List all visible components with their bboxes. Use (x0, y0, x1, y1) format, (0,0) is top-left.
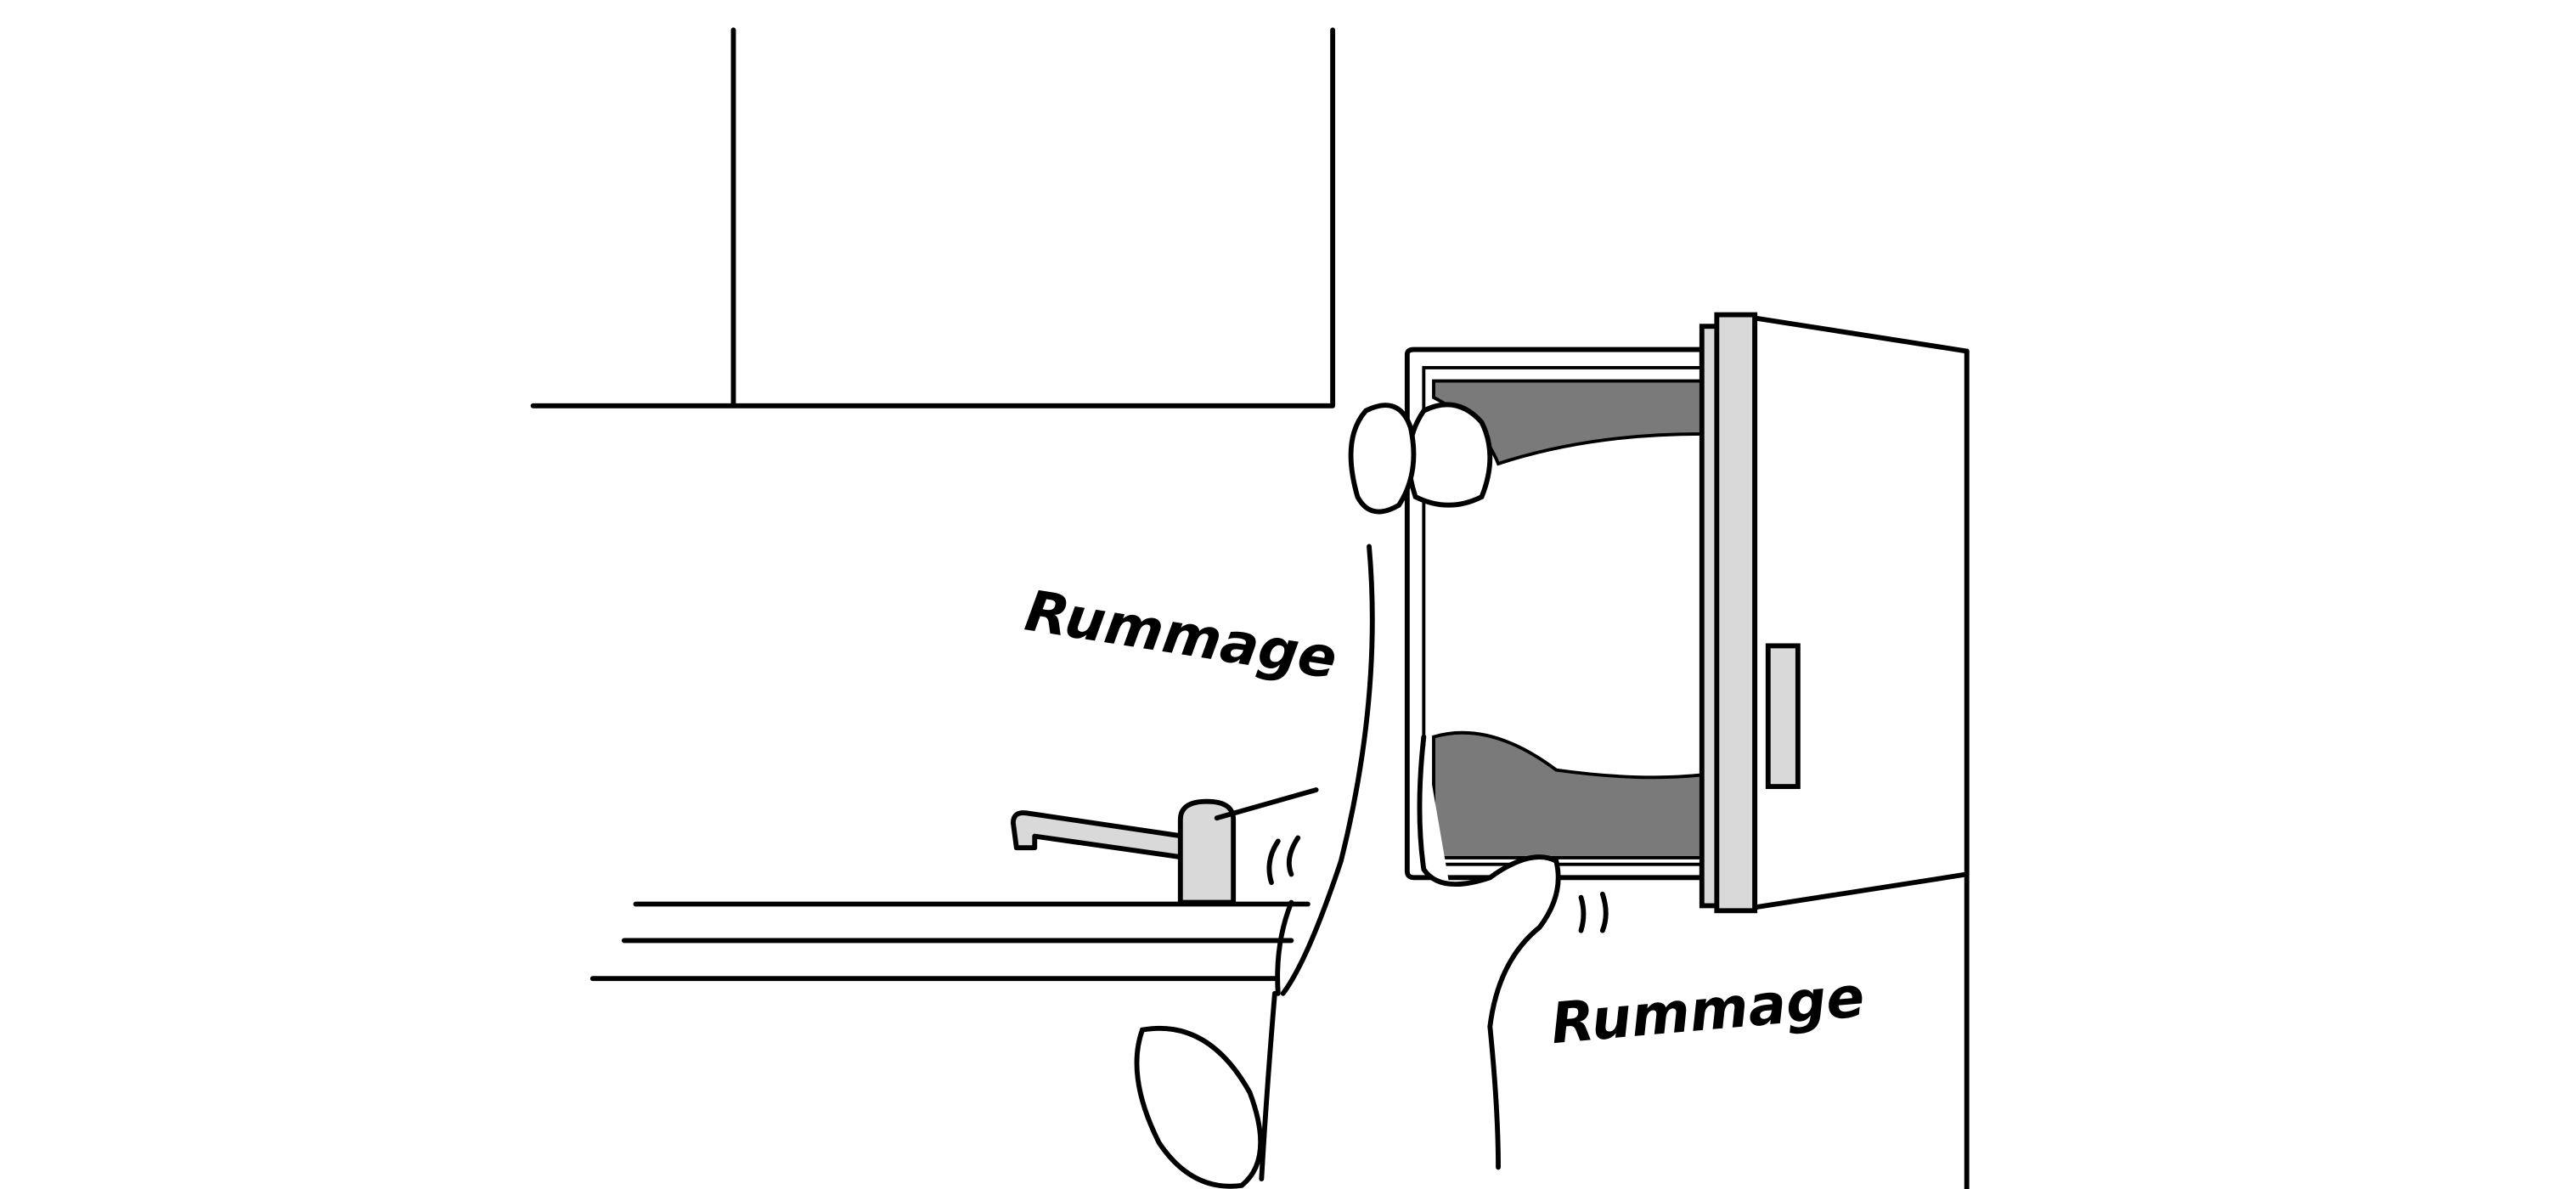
refrigerator (1404, 312, 1970, 1189)
sfx-rummage-lower: Rummage (1548, 963, 1867, 1057)
counter-lines (589, 901, 1311, 982)
fridge-door-handle (1765, 643, 1801, 790)
faucet (1011, 787, 1319, 905)
lower-shelf-contents (1432, 730, 1704, 859)
upper-cabinet (530, 27, 1336, 409)
upper-arm-hand (1275, 402, 1493, 996)
sfx-rummage-upper: Rummage (1021, 578, 1341, 692)
lower-arm-hand (1134, 734, 1609, 1189)
